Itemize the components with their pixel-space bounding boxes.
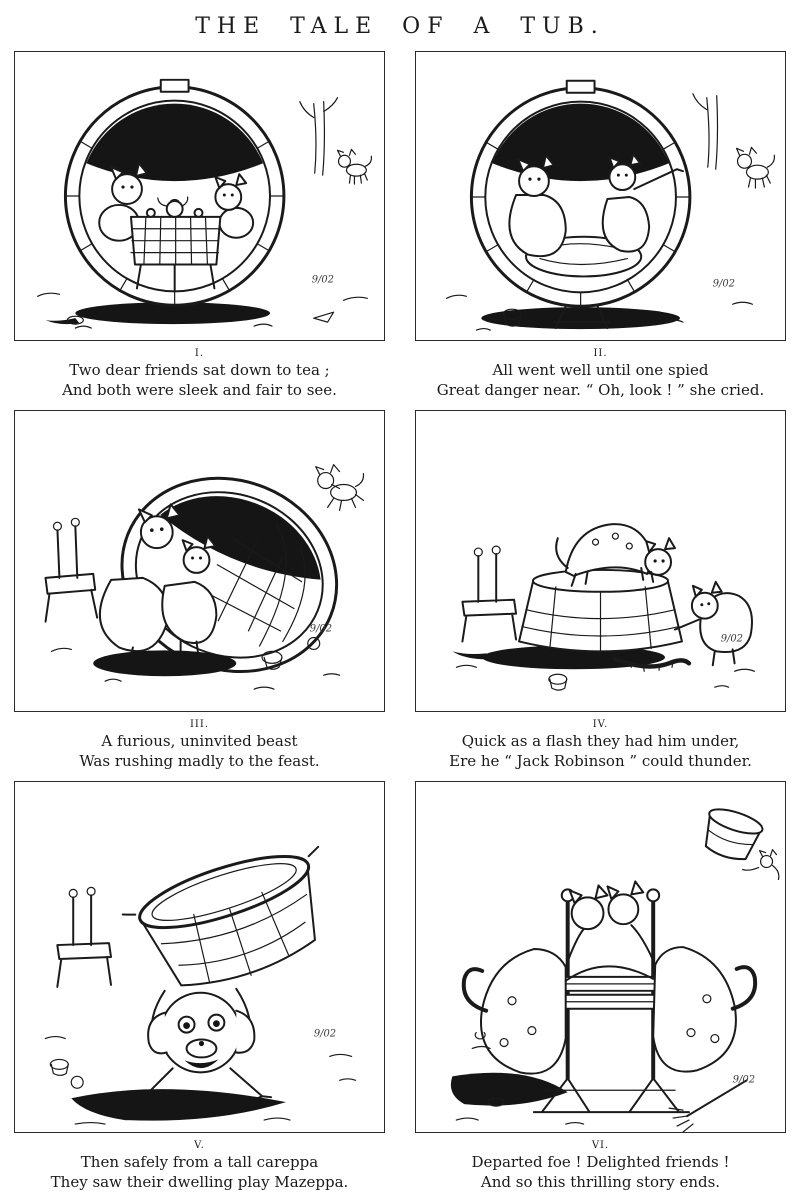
tree-icon [693, 94, 718, 169]
panel-2-caption-line-2: Great danger near. “ Oh, look ! ” she cr… [415, 381, 786, 401]
panel-3-caption-line-2: Was rushing madly to the feast. [14, 752, 385, 772]
panel-2-illustration-cat-spies-danger: 9/02 [416, 52, 785, 340]
panel-1-numeral: I. [14, 348, 385, 359]
panel-4-frame: 9/02 [415, 410, 786, 712]
artist-signature: 9/02 [310, 624, 332, 635]
panel-4-numeral: IV. [415, 719, 786, 730]
panel-6-caption-line-1: Departed foe ! Delighted friends ! [415, 1153, 786, 1173]
artist-signature: 9/02 [733, 1074, 755, 1085]
panel-6: 9/02 VI. Departed foe ! Delighted friend… [415, 781, 786, 1192]
artist-signature: 9/02 [312, 274, 334, 285]
chair-icon [46, 518, 98, 621]
shadow [93, 650, 236, 676]
panel-5-caption: V. Then safely from a tall careppa They … [14, 1140, 385, 1192]
wild-eyed-dog-icon [135, 989, 271, 1101]
panel-1-illustration-cats-tea-in-barrel: 9/02 [15, 52, 384, 340]
panel-1-caption: I. Two dear friends sat down to tea ; An… [14, 348, 385, 400]
artist-signature: 9/02 [721, 633, 743, 644]
panel-2-caption-line-1: All went well until one spied [415, 361, 786, 381]
panel-5-frame: 9/02 [14, 781, 385, 1133]
mop-icon [669, 1080, 747, 1132]
panel-5-caption-line-1: Then safely from a tall careppa [14, 1153, 385, 1173]
chair-icon [57, 887, 111, 986]
panel-2: 9/02 II. All went well until one spied G… [415, 51, 786, 400]
small-dog-icon [338, 149, 372, 184]
panel-1-frame: 9/02 [14, 51, 385, 341]
panel-5-numeral: V. [14, 1140, 385, 1151]
panel-2-numeral: II. [415, 348, 786, 359]
charging-dog-icon [316, 465, 364, 511]
panel-grid: 9/02 I. Two dear friends sat down to tea… [0, 51, 800, 1192]
panel-3-caption-line-1: A furious, uninvited beast [14, 732, 385, 752]
panel-1-caption-line-2: And both were sleek and fair to see. [14, 381, 385, 401]
panel-4: 9/02 IV. Quick as a flash they had him u… [415, 410, 786, 771]
panel-6-frame: 9/02 [415, 781, 786, 1133]
barrel-icon [471, 81, 689, 306]
panel-5: 9/02 V. Then safely from a tall careppa … [14, 781, 385, 1192]
panel-1-caption-line-1: Two dear friends sat down to tea ; [14, 361, 385, 381]
flying-tub-icon [698, 804, 765, 865]
big-shadow [71, 1089, 286, 1121]
cat-crouching-icon [675, 582, 752, 665]
panel-5-caption-line-2: They saw their dwelling play Mazeppa. [14, 1173, 385, 1192]
panel-1: 9/02 I. Two dear friends sat down to tea… [14, 51, 385, 400]
artist-signature: 9/02 [713, 278, 735, 289]
panel-3-numeral: III. [14, 719, 385, 730]
panel-6-numeral: VI. [415, 1140, 786, 1151]
panel-4-caption: IV. Quick as a flash they had him under,… [415, 719, 786, 771]
panel-4-illustration-beast-under-tub: 9/02 [416, 411, 785, 711]
page-title: THE TALE OF A TUB. [0, 14, 800, 39]
panel-3: 9/02 III. A furious, uninvited beast Was… [14, 410, 385, 771]
panel-3-caption: III. A furious, uninvited beast Was rush… [14, 719, 385, 771]
panel-4-caption-line-1: Quick as a flash they had him under, [415, 732, 786, 752]
tree-icon [300, 98, 338, 175]
panel-6-caption: VI. Departed foe ! Delighted friends ! A… [415, 1140, 786, 1192]
panel-6-caption-line-2: And so this thrilling story ends. [415, 1173, 786, 1192]
panel-2-frame: 9/02 [415, 51, 786, 341]
panel-4-caption-line-2: Ere he “ Jack Robinson ” could thunder. [415, 752, 786, 772]
artist-signature: 9/02 [314, 1029, 336, 1040]
bench-icon [462, 546, 516, 641]
panel-6-illustration-cats-embracing-at-wringer: 9/02 [416, 782, 785, 1132]
panel-3-frame: 9/02 [14, 410, 385, 712]
panel-5-illustration-dog-carrying-tub: 9/02 [15, 782, 384, 1132]
panel-3-illustration-beast-rushing: 9/02 [15, 411, 384, 711]
flying-tub-icon [118, 837, 349, 1007]
upturned-tub-icon [519, 570, 682, 653]
panel-2-caption: II. All went well until one spied Great … [415, 348, 786, 400]
small-dog-icon [737, 147, 775, 188]
